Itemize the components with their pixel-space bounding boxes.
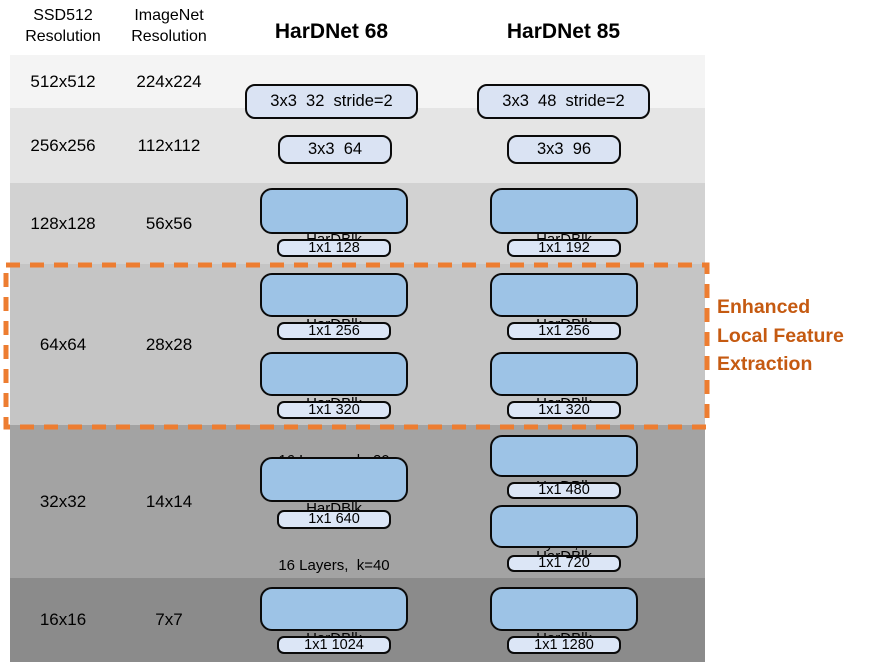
ssd-resolution-label: 64x64 bbox=[39, 334, 87, 354]
hardnet68-transition-stage6: 1x1 1024 bbox=[277, 636, 391, 654]
ssd-resolution-label: 512x512 bbox=[30, 71, 96, 91]
hardnet85-hardblk-stage5b: HarDBlk 16 Layers, k=48 bbox=[490, 505, 638, 622]
annotation-line1: Enhanced bbox=[717, 296, 811, 318]
hardnet85-transition-stage4a: 1x1 256 bbox=[507, 322, 621, 340]
ssd-resolution-label: 256x256 bbox=[30, 135, 96, 155]
hardnet68-transition-stage3: 1x1 128 bbox=[277, 239, 391, 257]
hardnet85-transition-stage3: 1x1 192 bbox=[507, 239, 621, 257]
hardnet85-stem-conv2: 3x3 96 bbox=[507, 135, 621, 164]
hardnet85-hardblk-stage3: HarDBlk 8 Layers, k=24 bbox=[490, 188, 638, 305]
hardnet68-transition-stage5: 1x1 640 bbox=[277, 510, 391, 529]
hardnet85-title: HarDNet 85 bbox=[506, 20, 621, 43]
column-header-imagenet-resolution: ImageNet Resolution bbox=[116, 5, 222, 47]
imagenet-resolution-label: 7x7 bbox=[155, 610, 183, 629]
hardnet85-transition-stage5a: 1x1 480 bbox=[507, 482, 621, 499]
hardnet85-hardblk-stage4a: HarDBlk 16 Layers, k=24 bbox=[490, 273, 638, 390]
hardnet68-stem-conv2: 3x3 64 bbox=[278, 135, 392, 164]
hardblk-detail: 16 Layers, k=40 bbox=[278, 557, 390, 574]
ssd512-header-line1: SSD512 bbox=[33, 7, 93, 24]
hardnet68-hardblk-stage5: HarDBlk 16 Layers, k=40 bbox=[260, 457, 408, 574]
hardnet68-hardblk-stage4a: HarDBlk 16 Layers, k=16 bbox=[260, 273, 408, 390]
hardnet68-hardblk-stage4b: HarDBlk 16 Layers, k=20 bbox=[260, 352, 408, 469]
hardnet85-stem-conv1: 3x3 48 stride=2 bbox=[477, 84, 650, 119]
imagenet-resolution-label: 224x224 bbox=[136, 71, 202, 91]
hardnet68-transition-stage4b: 1x1 320 bbox=[277, 401, 391, 419]
ssd-resolution-label: 128x128 bbox=[30, 213, 96, 233]
hardnet85-hardblk-stage6: HarDBlk 4 Layers, k=256 bbox=[490, 587, 638, 647]
imagenet-header-line2: Resolution bbox=[131, 28, 207, 45]
column-header-ssd512-resolution: SSD512 Resolution bbox=[10, 5, 116, 47]
ssd-resolution-label: 16x16 bbox=[39, 610, 87, 629]
imagenet-resolution-label: 112x112 bbox=[137, 135, 201, 155]
hardnet85-transition-stage4b: 1x1 320 bbox=[507, 401, 621, 419]
imagenet-resolution-label: 56x56 bbox=[145, 213, 193, 233]
imagenet-resolution-label: 28x28 bbox=[145, 334, 193, 354]
ssd-resolution-label: 32x32 bbox=[39, 491, 87, 511]
hardnet68-transition-stage4a: 1x1 256 bbox=[277, 322, 391, 340]
hardnet85-transition-stage5b: 1x1 720 bbox=[507, 555, 621, 572]
annotation-line3: Extraction bbox=[717, 353, 813, 375]
hardnet68-title: HarDNet 68 bbox=[274, 20, 389, 43]
hardnet68-stem-conv1: 3x3 32 stride=2 bbox=[245, 84, 418, 119]
hardnet68-hardblk-stage6: HarDBlk 4 Layers, k=160 bbox=[260, 587, 408, 647]
annotation-line2: Local Feature bbox=[717, 324, 844, 347]
imagenet-resolution-label: 14x14 bbox=[145, 491, 193, 511]
hardnet85-transition-stage6: 1x1 1280 bbox=[507, 636, 621, 654]
ssd512-header-line2: Resolution bbox=[25, 28, 101, 45]
hardnet85-hardblk-stage4b: HarDBlk 16 Layers, k=28 bbox=[490, 352, 638, 469]
enhanced-local-feature-extraction-label: Enhanced Local Feature Extraction bbox=[717, 293, 869, 379]
hardnet68-hardblk-stage3: HarDBlk 8 Layers, k=14 bbox=[260, 188, 408, 305]
imagenet-header-line1: ImageNet bbox=[134, 7, 204, 24]
hardnet85-hardblk-stage5a: HarDBlk 16 Layers, k=36 bbox=[490, 435, 638, 552]
